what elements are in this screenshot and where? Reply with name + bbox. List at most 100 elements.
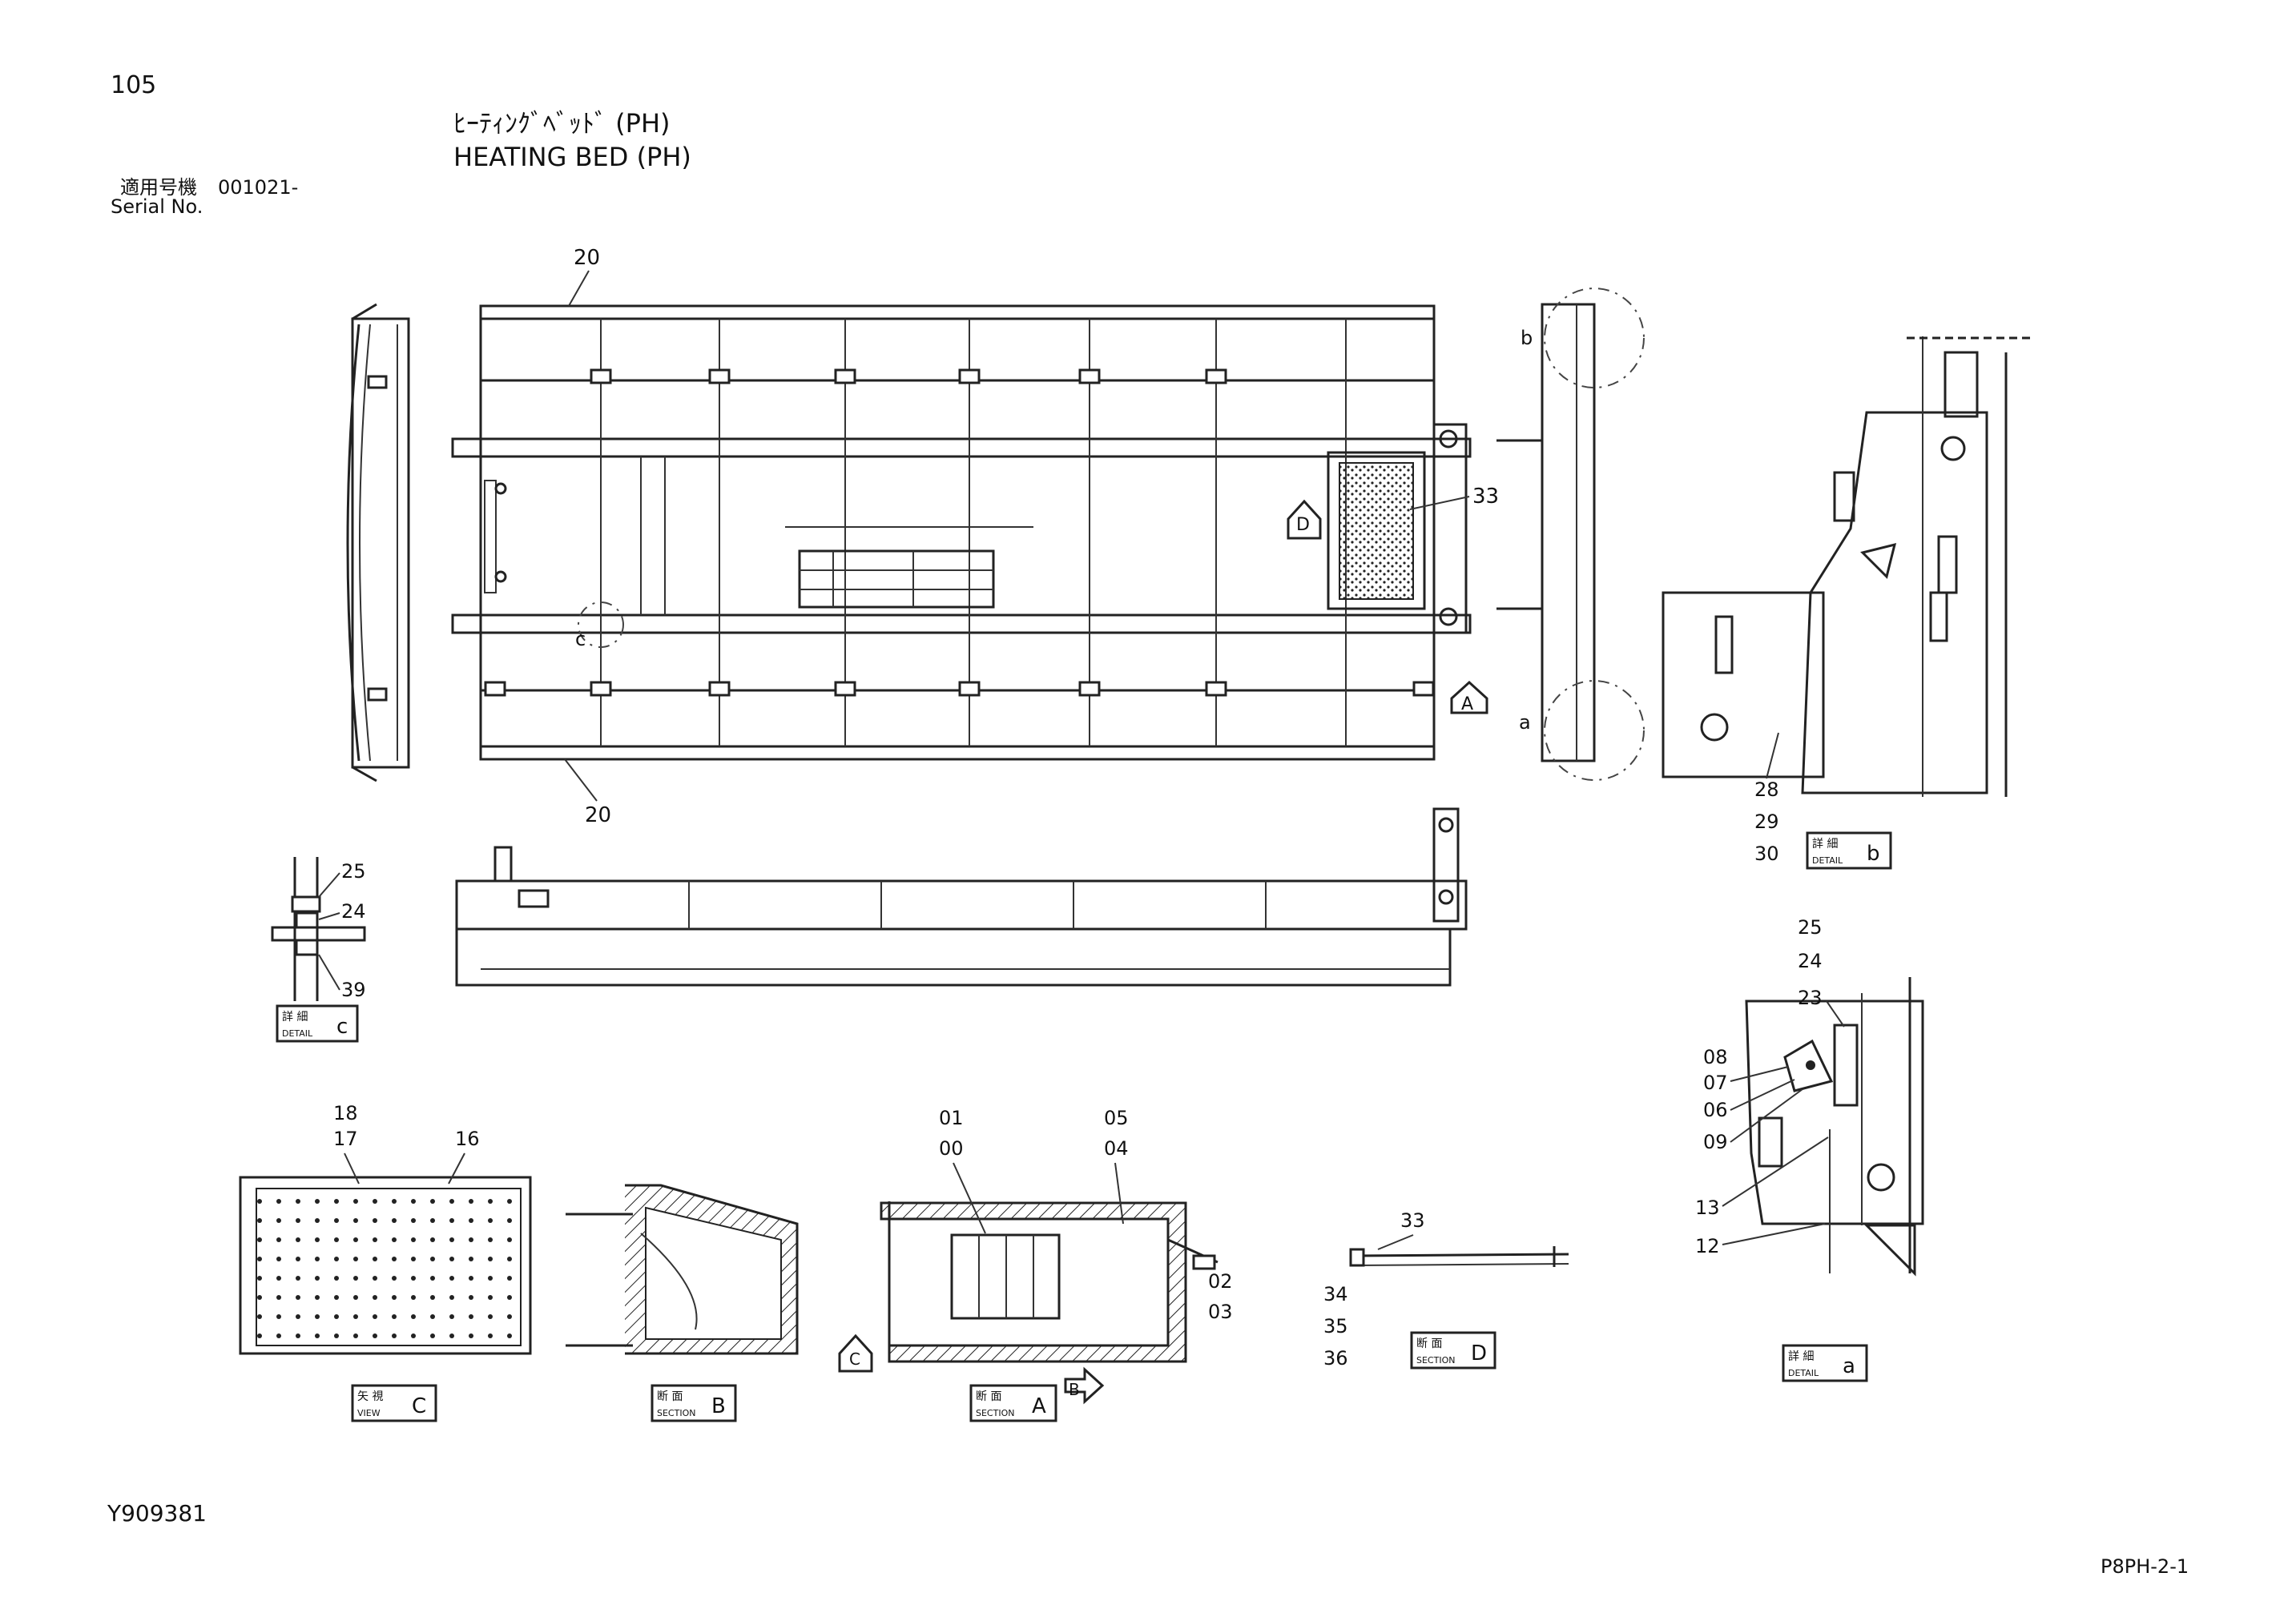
callout-a-circle: a: [1519, 711, 1531, 734]
svg-text:a: a: [1519, 711, 1531, 734]
svg-text:06: 06: [1703, 1099, 1728, 1121]
svg-text:18: 18: [333, 1102, 358, 1124]
title-japanese: ﾋｰﾃｨﾝｸﾞﾍﾞｯﾄﾞ (PH): [453, 108, 671, 139]
svg-text:34: 34: [1323, 1283, 1348, 1305]
label-section-d: 断 面 SECTION D: [1410, 1331, 1496, 1370]
svg-text:断 面: 断 面: [657, 1390, 683, 1403]
svg-text:03: 03: [1208, 1301, 1233, 1323]
svg-text:D: D: [1471, 1341, 1487, 1366]
svg-text:00: 00: [939, 1137, 964, 1160]
svg-text:詳 細: 詳 細: [1812, 838, 1838, 851]
svg-text:04: 04: [1104, 1137, 1129, 1160]
page-code: P8PH-2-1: [2101, 1555, 2189, 1578]
svg-text:20: 20: [585, 803, 611, 827]
svg-text:07: 07: [1703, 1072, 1728, 1094]
svg-text:c: c: [575, 628, 586, 650]
svg-text:SECTION: SECTION: [976, 1408, 1014, 1418]
svg-text:D: D: [1296, 515, 1310, 535]
svg-text:B: B: [711, 1394, 726, 1418]
svg-text:DETAIL: DETAIL: [1788, 1368, 1819, 1378]
label-section-a: 断 面 SECTION A: [969, 1384, 1057, 1422]
label-detail-a: 詳 細 DETAIL a: [1782, 1344, 1868, 1382]
callout-section-d: 33 34 35 36: [1323, 1209, 1425, 1370]
svg-text:c: c: [336, 1015, 348, 1039]
detail-c-drawing: [271, 857, 366, 1001]
section-a-drawing: [880, 1201, 1218, 1363]
svg-text:25: 25: [341, 860, 366, 883]
svg-text:C: C: [412, 1394, 426, 1418]
view-c-drawing: [239, 1176, 532, 1355]
svg-text:断 面: 断 面: [1416, 1337, 1442, 1350]
label-detail-c: 詳 細 DETAIL c: [276, 1004, 359, 1043]
callout-20-bottom: 20: [564, 758, 611, 827]
callout-20-top: 20: [568, 246, 600, 307]
callout-b-circle: b: [1521, 327, 1533, 349]
section-d-drawing: [1349, 1246, 1569, 1267]
svg-text:25: 25: [1798, 916, 1823, 939]
view-marker-a: A: [1450, 680, 1488, 714]
serial-label-japanese: 適用号機: [120, 176, 197, 199]
svg-text:16: 16: [455, 1128, 480, 1150]
svg-text:05: 05: [1104, 1107, 1129, 1129]
clips: [484, 368, 1435, 697]
view-marker-c: C: [838, 1333, 873, 1373]
view-marker-d: D: [1287, 499, 1322, 540]
view-marker-b: B: [1064, 1366, 1105, 1405]
callout-25-24-39-c: 25 24 39: [318, 860, 366, 1001]
svg-text:SECTION: SECTION: [1416, 1355, 1455, 1366]
svg-text:b: b: [1867, 842, 1880, 866]
svg-text:36: 36: [1323, 1347, 1348, 1370]
svg-text:17: 17: [333, 1128, 358, 1150]
svg-text:09: 09: [1703, 1131, 1728, 1153]
svg-text:b: b: [1521, 327, 1533, 349]
svg-text:13: 13: [1695, 1197, 1720, 1219]
label-view-c: 矢 視 VIEW C: [351, 1384, 437, 1422]
svg-text:30: 30: [1754, 843, 1779, 865]
svg-text:02: 02: [1208, 1270, 1233, 1293]
svg-text:29: 29: [1754, 810, 1779, 833]
svg-text:01: 01: [939, 1107, 964, 1129]
svg-text:08: 08: [1703, 1046, 1728, 1068]
svg-text:A: A: [1461, 694, 1473, 714]
label-section-b: 断 面 SECTION B: [651, 1384, 737, 1422]
svg-text:20: 20: [574, 246, 600, 270]
svg-text:矢 視: 矢 視: [357, 1390, 383, 1403]
svg-text:断 面: 断 面: [976, 1390, 1001, 1403]
detail-a-drawing: [1745, 977, 1924, 1277]
svg-text:23: 23: [1798, 987, 1823, 1009]
svg-text:35: 35: [1323, 1315, 1348, 1337]
svg-text:A: A: [1032, 1394, 1046, 1418]
svg-text:39: 39: [341, 979, 366, 1001]
callout-detail-a: 25 24 23 08 07 06 09 13 12: [1695, 916, 1845, 1257]
svg-text:12: 12: [1695, 1235, 1720, 1257]
drawing-id: Y909381: [107, 1500, 207, 1526]
detail-b-drawing: [1662, 336, 2035, 797]
svg-text:DETAIL: DETAIL: [1812, 855, 1843, 866]
svg-text:a: a: [1843, 1354, 1855, 1378]
svg-text:28: 28: [1754, 778, 1779, 801]
svg-text:詳 細: 詳 細: [282, 1011, 308, 1024]
svg-text:詳 細: 詳 細: [1788, 1350, 1814, 1363]
svg-text:33: 33: [1472, 485, 1499, 509]
left-end-view: [346, 303, 410, 782]
page-number: 105: [111, 71, 157, 99]
svg-text:C: C: [849, 1349, 860, 1369]
svg-text:B: B: [1069, 1380, 1080, 1399]
svg-text:VIEW: VIEW: [357, 1408, 381, 1418]
section-b-drawing: [566, 1184, 799, 1355]
callout-33-main: 33: [1409, 485, 1499, 510]
main-top-view: [451, 304, 1472, 761]
callout-section-a: 01 00 05 04 02 03: [939, 1107, 1233, 1323]
svg-text:SECTION: SECTION: [657, 1408, 695, 1418]
svg-text:24: 24: [341, 900, 366, 923]
side-elevation: [455, 807, 1468, 987]
title-english: HEATING BED (PH): [453, 142, 691, 172]
label-detail-b: 詳 細 DETAIL b: [1806, 831, 1892, 870]
callout-28-29-30: 28 29 30: [1754, 732, 1779, 865]
callout-c-main: c: [575, 628, 586, 650]
serial-number-value: 001021-: [218, 176, 299, 199]
right-end-view: [1496, 288, 1645, 781]
callout-18-17-16: 18 17 16: [333, 1102, 480, 1185]
svg-text:24: 24: [1798, 950, 1823, 972]
